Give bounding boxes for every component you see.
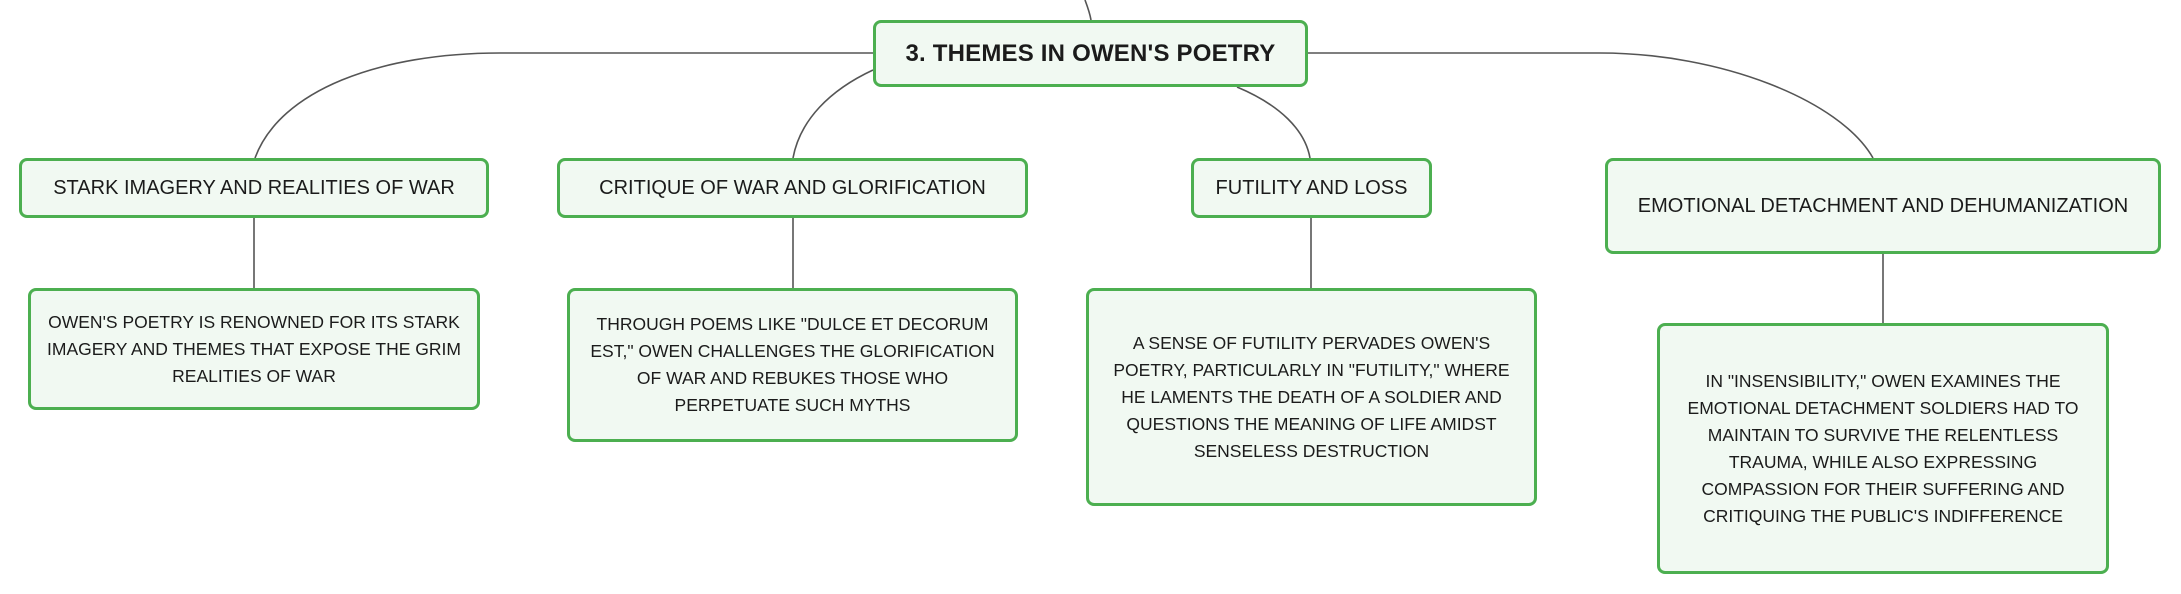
- root-topic-label: 3. THEMES IN OWEN'S POETRY: [905, 39, 1276, 67]
- connector-incoming: [1084, 0, 1092, 21]
- connector-root-theme-4: [1308, 52, 1874, 159]
- theme-node-stark-imagery[interactable]: STARK IMAGERY AND REALITIES OF WAR: [19, 158, 489, 218]
- theme-node-futility-and-loss[interactable]: FUTILITY AND LOSS: [1191, 158, 1432, 218]
- theme-label: FUTILITY AND LOSS: [1215, 176, 1408, 199]
- detail-text: THROUGH POEMS LIKE "DULCE ET DECORUM EST…: [590, 314, 995, 415]
- connector-root-theme-1: [254, 52, 873, 159]
- theme-node-critique-of-war[interactable]: CRITIQUE OF WAR AND GLORIFICATION: [557, 158, 1028, 218]
- detail-node-stark-imagery[interactable]: OWEN'S POETRY IS RENOWNED FOR ITS STARK …: [28, 288, 480, 410]
- detail-text: A SENSE OF FUTILITY PERVADES OWEN'S POET…: [1113, 332, 1510, 461]
- detail-text: OWEN'S POETRY IS RENOWNED FOR ITS STARK …: [47, 311, 461, 386]
- detail-node-futility-and-loss[interactable]: A SENSE OF FUTILITY PERVADES OWEN'S POET…: [1086, 288, 1537, 506]
- connector-root-theme-3: [1236, 86, 1311, 159]
- detail-node-critique-of-war[interactable]: THROUGH POEMS LIKE "DULCE ET DECORUM EST…: [567, 288, 1018, 442]
- detail-node-emotional-detachment[interactable]: IN "INSENSIBILITY," OWEN EXAMINES THE EM…: [1657, 323, 2109, 574]
- connector-root-theme-2: [792, 69, 874, 159]
- theme-label: STARK IMAGERY AND REALITIES OF WAR: [53, 176, 455, 199]
- theme-label: CRITIQUE OF WAR AND GLORIFICATION: [599, 176, 986, 199]
- detail-text: IN "INSENSIBILITY," OWEN EXAMINES THE EM…: [1687, 370, 2079, 526]
- theme-label: EMOTIONAL DETACHMENT AND DEHUMANIZATION: [1637, 194, 2129, 217]
- root-topic-node[interactable]: 3. THEMES IN OWEN'S POETRY: [873, 20, 1308, 87]
- theme-node-emotional-detachment[interactable]: EMOTIONAL DETACHMENT AND DEHUMANIZATION: [1605, 158, 2161, 254]
